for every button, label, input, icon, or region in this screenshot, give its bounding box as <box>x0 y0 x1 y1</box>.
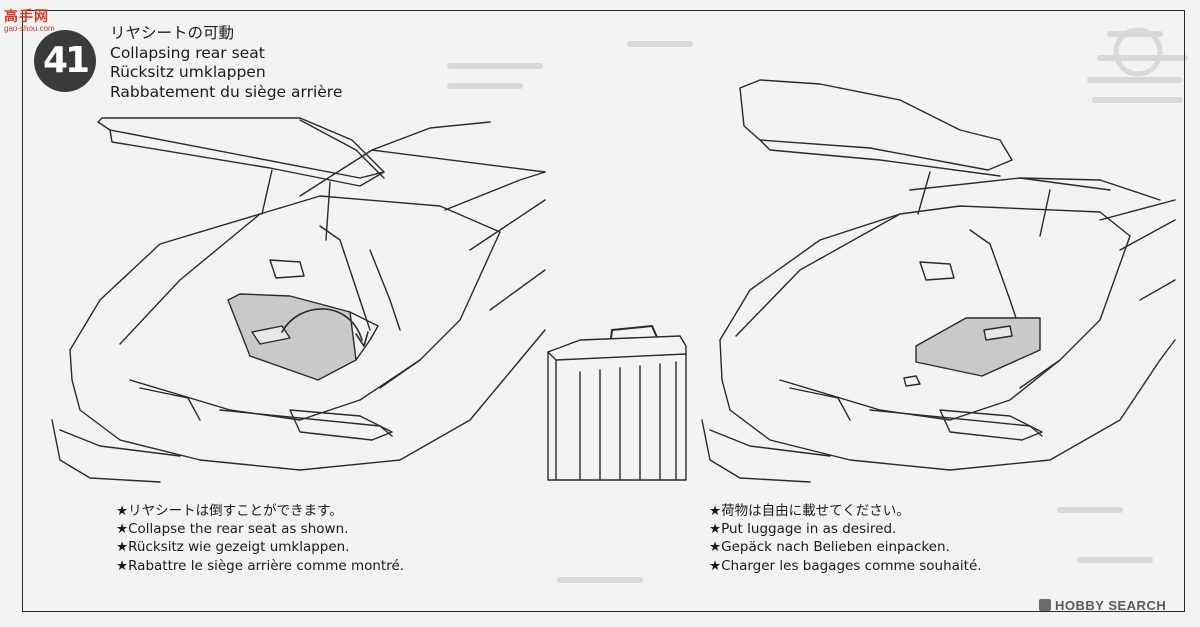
watermark-brand: 高手网 <box>4 8 49 24</box>
note-left-fr: ★Rabattre le siège arrière comme montré. <box>116 557 405 574</box>
rear-seat-part-upright <box>227 293 379 381</box>
hobby-search-logo-icon <box>1039 599 1051 611</box>
note-left-de: ★Rücksitz wie gezeigt umklappen. <box>116 539 350 556</box>
note-right-ja: ★荷物は自由に載せてください。 <box>709 503 910 519</box>
fold-arrow-head <box>355 331 369 347</box>
step-number-badge: 41 <box>34 30 96 92</box>
notes-left-block: ★リヤシートは倒すことができます。 ★Collapse the rear sea… <box>116 502 404 575</box>
note-right-en: ★Put luggage in as desired. <box>709 521 897 538</box>
car-rear-seat-up-illustration <box>51 117 546 483</box>
note-right-de: ★Gepäck nach Belieben einpacken. <box>709 539 950 556</box>
hobby-search-logo: HOBBY SEARCH <box>1039 598 1166 613</box>
step-frame <box>22 10 1185 612</box>
step-title-de: Rücksitz umklappen <box>110 63 266 81</box>
luggage-suitcase-illustration <box>547 325 687 481</box>
site-watermark: 高手网 gao-shou.com <box>4 8 74 40</box>
car-rear-seat-folded-illustration <box>701 79 1176 483</box>
note-left-en: ★Collapse the rear seat as shown. <box>116 521 349 538</box>
note-right-fr: ★Charger les bagages comme souhaité. <box>709 557 982 574</box>
note-left-ja: ★リヤシートは倒すことができます。 <box>116 503 343 519</box>
step-title-en: Collapsing rear seat <box>110 43 265 62</box>
step-title-fr: Rabbatement du siège arrière <box>110 82 343 101</box>
fold-direction-arrow <box>281 308 363 341</box>
logo-text: HOBBY SEARCH <box>1055 598 1167 613</box>
step-title-ja: リヤシートの可動 <box>110 24 235 42</box>
notes-right-block: ★荷物は自由に載せてください。 ★Put luggage in as desir… <box>709 502 982 575</box>
step-title-block: リヤシートの可動 Collapsing rear seat Rücksitz u… <box>110 24 342 102</box>
rear-seat-part-folded <box>903 317 1041 387</box>
watermark-url: gao-shou.com <box>4 24 55 33</box>
